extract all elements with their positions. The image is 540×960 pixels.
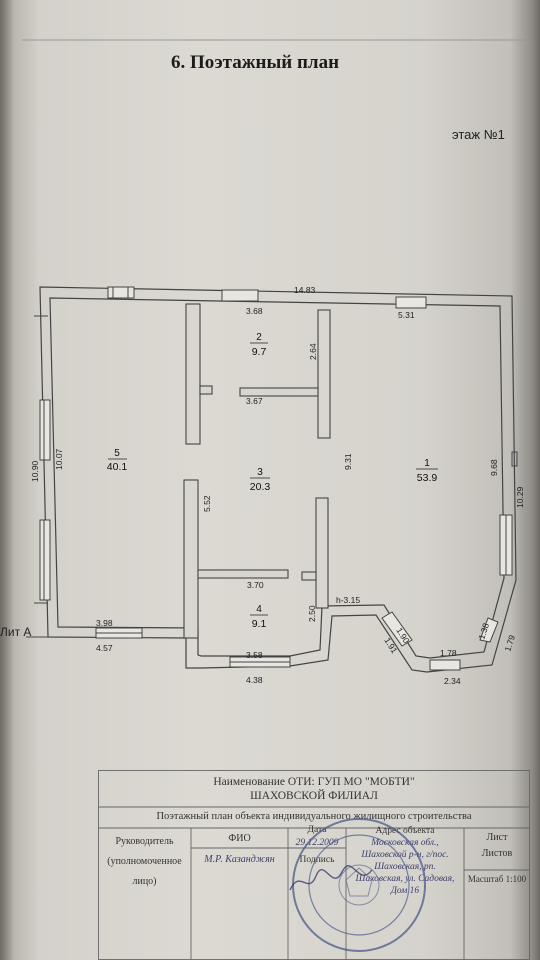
room-5-number: 5 [114,448,120,459]
dim-bay-right-1: 1.38 [476,622,491,641]
dim-room4-bottom-out: 4.38 [246,675,263,685]
dim-room4-side: 2.50 [307,605,317,622]
room-4-number: 4 [256,604,262,615]
outer-walls [39,286,517,673]
scale-label: Масштаб 1:100 [467,874,527,884]
org-line-2: ШАХОВСКОЙ ФИЛИАЛ [250,790,378,802]
org-line-1: Наименование ОТИ: ГУП МО "МОБТИ" [213,776,415,788]
dim-room4-bottom-in: 3.58 [246,650,263,660]
date-label: Дата [307,825,327,835]
address-label: Адрес объекта [375,826,435,836]
dimension-labels: 14.83 3.68 5.31 2.64 3.67 10.90 10.07 9.… [30,285,525,686]
window-bay-front [429,659,461,671]
room-3-number: 3 [257,467,263,478]
dim-right-inner: 9.68 [489,459,499,476]
sheet-frame [22,39,529,958]
room-2-area: 9.7 [252,346,267,358]
dim-top-left-window: 3.68 [246,306,263,316]
dim-left-inner: 10.07 [54,448,64,470]
role-line-3: лицо) [132,876,157,887]
wall-stub-1 [199,385,213,395]
wall-room2-right [317,309,331,439]
dim-bay-front-out: 2.34 [444,676,461,686]
room-4: 4 9.1 [250,604,268,630]
wall-room4-right [315,497,329,609]
dim-room2-bottom: 3.67 [246,396,263,406]
windows [39,286,513,671]
date-value: 29.12.2009 [295,838,339,848]
address-line-5: Дом 16 [390,886,420,896]
wall-stub-2 [301,571,317,581]
room-4-area: 9.1 [252,618,267,630]
wall-room5-upper [185,303,201,445]
address-line-2: Шаховской р-н, г/пос. [361,850,449,860]
address-line-4: Шаховская, ул. Садовая, [355,874,455,884]
interior-walls [183,303,331,639]
window-left-1 [39,399,51,461]
window-bay-right [479,617,499,643]
tick-marks [34,315,48,604]
wall-room4-top [197,569,289,579]
dim-hall-lower: 5.52 [202,495,212,512]
sheet-label: Лист [486,832,508,843]
dim-bay-right-2: 1.79 [502,634,517,653]
sign-label: Подпись [299,855,335,865]
room-5-area: 40.1 [107,461,128,473]
dim-right-outer: 10.29 [515,486,525,508]
dim-bay-front-in: 1.78 [440,648,457,658]
window-bay-left [381,611,413,647]
wall-room2-bottom [239,387,319,397]
wall-room5-lower [183,479,199,639]
room-1-area: 53.9 [417,472,438,484]
room-3-area: 20.3 [250,481,271,493]
window-top-1 [107,286,135,299]
page-title: 6. Поэтажный план [170,52,340,73]
room-2: 2 9.7 [250,332,268,358]
fio-value: М.Р. Казанджян [204,854,275,865]
lit-label: Лит А [0,625,31,639]
dim-room2-height: 2.64 [308,343,318,360]
room-3: 3 20.3 [250,467,271,493]
room-5: 5 40.1 [107,448,128,473]
wall-marker [511,451,518,467]
window-top-2 [221,289,259,302]
title-block: Наименование ОТИ: ГУП МО "МОБТИ" ШАХОВСК… [98,770,530,960]
dim-room5-bottom-out: 4.57 [96,643,113,653]
room-1: 1 53.9 [416,458,438,484]
room-2-number: 2 [256,332,262,343]
sheets-label: Листов [481,848,513,859]
dim-bay-h: h-3.15 [336,595,360,605]
role-line-1: Руководитель [115,836,174,847]
dim-top-right-window: 5.31 [398,310,415,320]
address-line-3: Шаховская, рп. [374,862,436,872]
window-left-2 [39,519,51,601]
floor-label: этаж №1 [452,127,505,142]
dim-hall-height: 9.31 [343,453,353,470]
dim-left-outer: 10.90 [30,460,40,482]
room-1-number: 1 [424,458,430,469]
window-top-3 [395,296,427,309]
dim-room4-top: 3.70 [247,580,264,590]
dim-room5-bottom-in: 3.98 [96,618,113,628]
title-block-grid [98,770,530,960]
dim-overall-top: 14.83 [294,285,316,295]
signature [289,865,373,891]
fio-label: ФИО [228,833,251,844]
role-line-2: (уполномоченное [107,856,182,867]
address-line-1: Московская обл., [371,838,439,848]
doc-title: Поэтажный план объекта индивидуального ж… [156,811,472,822]
